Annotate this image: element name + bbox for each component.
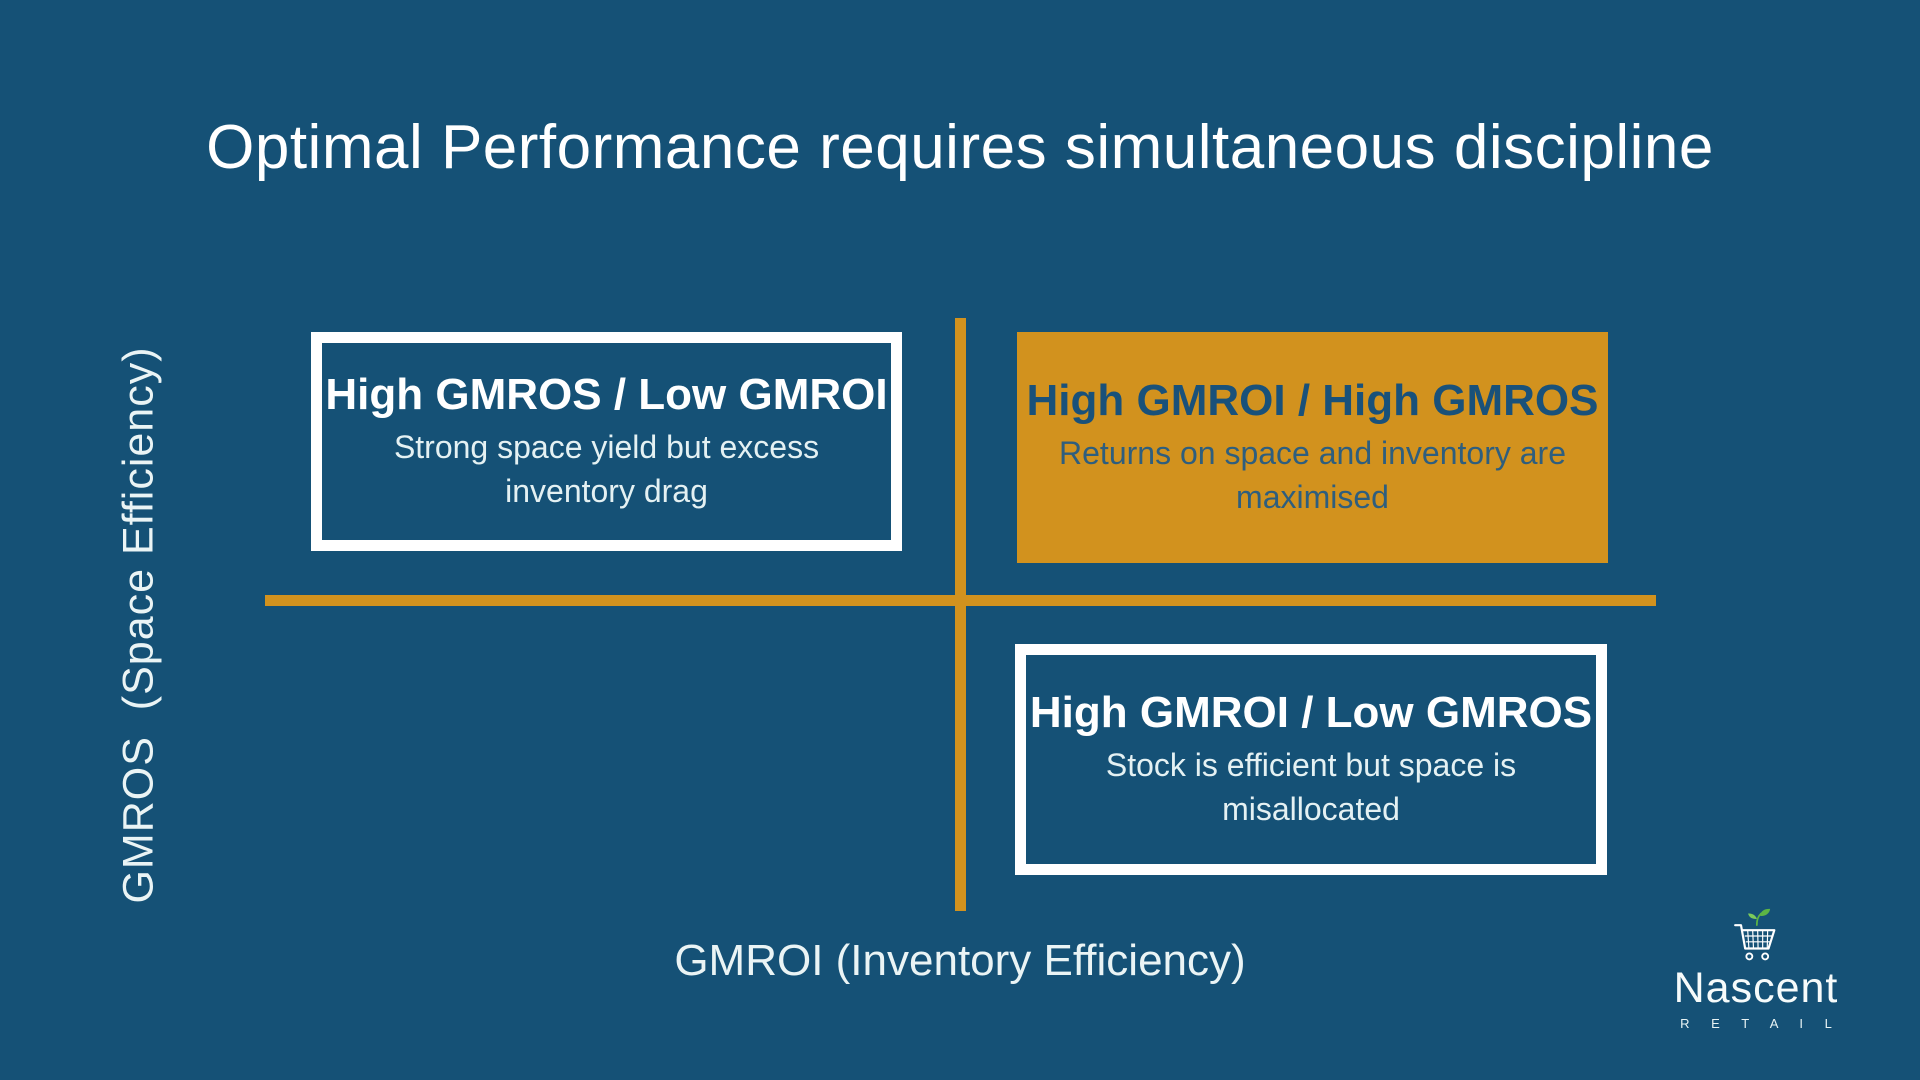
- quadrant-description: Strong space yield but excess inventory …: [393, 429, 820, 509]
- quadrant-heading: High GMROI / Low GMROS: [1029, 687, 1593, 737]
- nascent-retail-logo: Nascent R E T A I L: [1664, 908, 1848, 1031]
- quadrant-high-gmroi-high-gmros: High GMROI / High GMROS Returns on space…: [1017, 332, 1608, 563]
- x-axis-label: GMROI (Inventory Efficiency): [674, 936, 1246, 985]
- quadrant-high-gmroi-low-gmros: High GMROI / Low GMROS Stock is efficien…: [1015, 644, 1607, 875]
- logo-wordmark: Nascent: [1673, 964, 1839, 1012]
- quadrant-heading: High GMROS / Low GMROI: [325, 369, 888, 419]
- shopping-cart-with-sprout-icon: [1734, 908, 1776, 961]
- y-axis-label: GMROS (Space Efficiency): [114, 346, 163, 904]
- y-axis-line: [955, 318, 966, 911]
- quadrant-description: Stock is efficient but space is misalloc…: [1105, 747, 1517, 827]
- logo-subtitle: R E T A I L: [1680, 1016, 1841, 1032]
- slide-title: Optimal Performance requires simultaneou…: [206, 113, 1714, 182]
- quadrant-high-gmros-low-gmroi: High GMROS / Low GMROI Strong space yiel…: [311, 332, 902, 551]
- quadrant-description: Returns on space and inventory are maxim…: [1059, 435, 1566, 515]
- quadrant-heading: High GMROI / High GMROS: [1026, 375, 1599, 425]
